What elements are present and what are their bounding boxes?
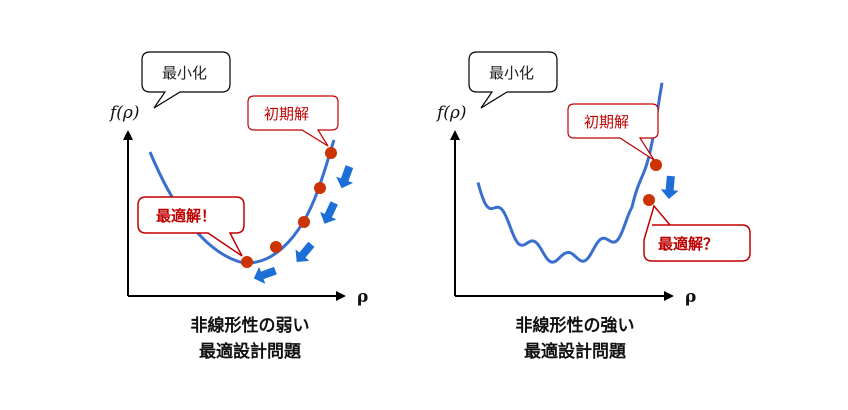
right-initial-text: 初期解 <box>584 113 629 131</box>
right-panel: f(ρ) ρ 最小化 初期解 最適解？ 非線形性の強い 最適設計問題 <box>435 51 751 362</box>
right-y-axis-label: f(ρ) <box>435 103 467 123</box>
iteration-point <box>298 216 310 228</box>
right-minimize-bubble: 最小化 <box>468 51 558 109</box>
left-initial-text: 初期解 <box>264 105 309 123</box>
left-descent-arrows <box>253 165 354 284</box>
iteration-point <box>270 241 282 253</box>
left-x-axis-label: ρ <box>357 287 368 307</box>
right-initial-callout: 初期解 <box>567 103 659 161</box>
descent-arrow-icon <box>295 241 315 262</box>
iteration-point <box>314 182 326 194</box>
right-descent-arrow <box>660 175 679 199</box>
local-optimum-point <box>643 194 655 206</box>
descent-arrow-icon <box>253 266 277 284</box>
right-minimize-text: 最小化 <box>489 64 534 82</box>
left-y-axis-label: f(ρ) <box>108 103 140 123</box>
descent-arrow-icon <box>660 175 679 199</box>
left-initial-callout: 初期解 <box>247 95 339 147</box>
right-optimum-callout: 最適解？ <box>643 204 751 262</box>
left-optimum-callout: 最適解！ <box>137 196 245 257</box>
left-panel: f(ρ) ρ 最小化 初期解 <box>108 51 368 362</box>
right-caption-line1: 非線形性の強い <box>516 315 635 336</box>
right-x-axis-label: ρ <box>685 287 696 307</box>
left-minimize-bubble: 最小化 <box>141 51 231 109</box>
initial-point <box>325 147 337 159</box>
initial-point <box>650 159 662 171</box>
left-minimize-text: 最小化 <box>162 64 207 82</box>
left-caption-line2: 最適設計問題 <box>199 341 302 362</box>
left-caption-line1: 非線形性の弱い <box>191 315 310 336</box>
left-iteration-points <box>241 147 337 268</box>
right-objective-curve <box>476 82 664 264</box>
optimum-point <box>241 256 253 268</box>
right-iteration-points <box>643 159 662 206</box>
descent-arrow-icon <box>320 201 338 224</box>
right-optimum-text: 最適解？ <box>658 235 718 253</box>
left-optimum-text: 最適解！ <box>156 207 216 225</box>
right-caption-line2: 最適設計問題 <box>524 341 627 362</box>
descent-arrow-icon <box>336 165 354 189</box>
